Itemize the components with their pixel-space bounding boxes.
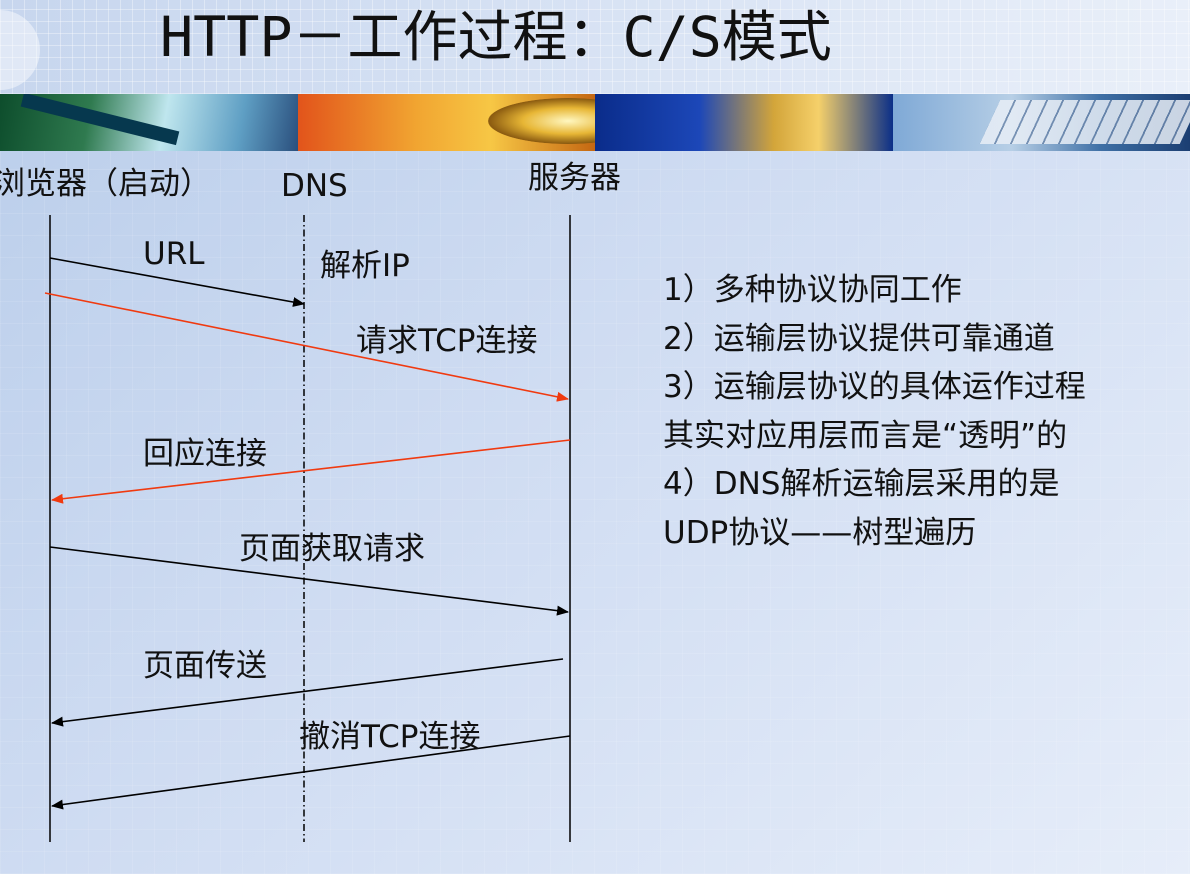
message-tcp-close: 撤消TCP连接 — [299, 719, 481, 755]
slide-title: HTTP－工作过程：C/S模式 — [160, 5, 832, 69]
banner-photo-hard-disk — [297, 94, 595, 151]
banner-photo-lab — [595, 94, 893, 151]
key-point: 4）DNS解析运输层采用的是 — [663, 466, 1060, 503]
message-page-request: 页面获取请求 — [239, 531, 425, 567]
title-band: HTTP－工作过程：C/S模式 — [0, 0, 1190, 94]
arrow-page-transfer — [51, 658, 564, 727]
arrow-page-request — [49, 546, 569, 616]
key-point: 3）运输层协议的具体运作过程 — [663, 369, 1086, 406]
participant-dns: DNS — [281, 168, 348, 204]
message-resolve-ip: 解析IP — [320, 248, 410, 284]
decorative-photo-banner — [0, 94, 1190, 151]
arrow-tcp-response — [51, 439, 571, 504]
message-page-transfer: 页面传送 — [143, 648, 267, 684]
arrow-tcp-request — [44, 292, 569, 402]
message-url: URL — [143, 236, 205, 272]
participant-browser: 浏览器（启动） — [0, 166, 211, 202]
banner-photo-pen — [0, 94, 298, 151]
banner-photo-keyboard — [892, 94, 1190, 151]
key-point: 2）运输层协议提供可靠通道 — [663, 320, 1055, 357]
key-point: UDP协议——树型遍历 — [663, 514, 977, 551]
key-point: 其实对应用层而言是“透明”的 — [663, 417, 1068, 454]
arrow-url — [49, 257, 305, 307]
message-tcp-response: 回应连接 — [143, 436, 267, 472]
message-tcp-request: 请求TCP连接 — [356, 323, 538, 359]
arrow-tcp-close — [51, 735, 571, 810]
participant-server: 服务器 — [528, 160, 621, 196]
key-point: 1）多种协议协同工作 — [663, 272, 962, 308]
key-points-list: 1）多种协议协同工作 2）运输层协议提供可靠通道 3）运输层协议的具体运作过程 … — [663, 266, 1086, 558]
